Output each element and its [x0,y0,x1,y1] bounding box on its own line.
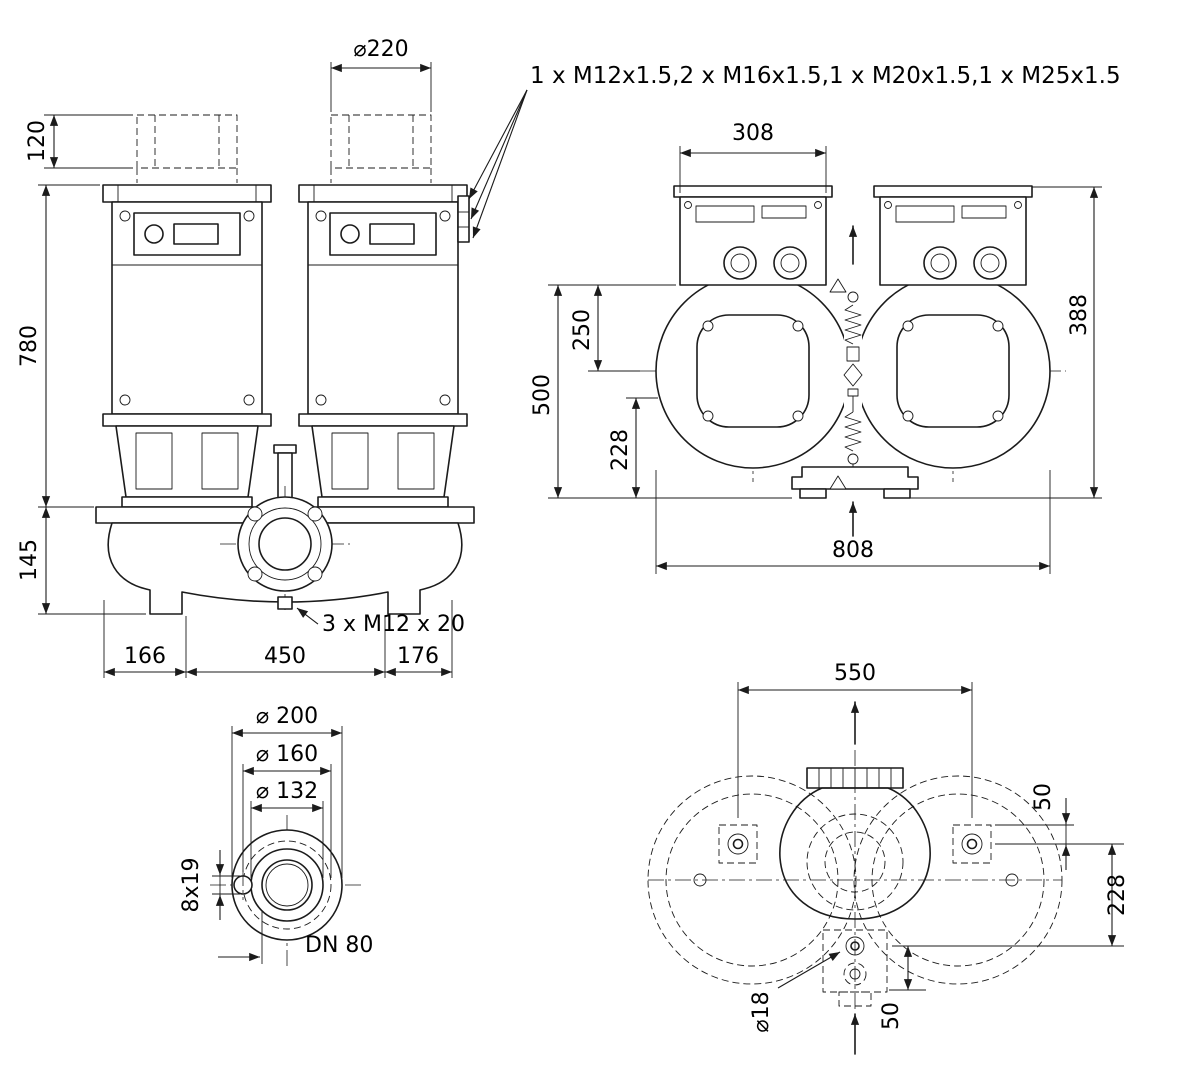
mounting-foot-left [718,824,758,864]
dim-label-dia200: ⌀ 200 [256,704,318,729]
dim-label-dia18: ⌀18 [749,991,774,1032]
dim-dia220: ⌀220 [330,37,432,112]
dim-228-side: 228 [608,397,658,498]
motor-outline-right [853,775,1063,985]
front-view: ⌀220 120 780 145 [17,37,1121,678]
drain-tap [277,596,293,610]
motor-outline-left [647,775,857,985]
dim-780: 780 [17,184,100,508]
dim-dia18: ⌀18 [749,951,841,1033]
dim-120: 120 [25,114,133,169]
spring-check-valve [829,278,863,470]
dim-label-50-lower: 50 [879,1002,904,1030]
cable-gland-icon [923,246,957,280]
motor-fan-grille-right [855,273,1051,469]
cable-gland-icon [723,246,757,280]
dim-label-dia160: ⌀ 160 [256,742,318,767]
dim-bottom-row: 166 450 176 [103,600,453,678]
dim-label-145: 145 [17,539,42,581]
dim-label-500: 500 [530,374,555,416]
dim-550: 550 [737,661,973,818]
dim-50-upper: 50 [995,783,1124,870]
dim-250: 250 [548,284,676,372]
note-cable-glands-group: 1 x M12x1.5,2 x M16x1.5,1 x M20x1.5,1 x … [468,63,1121,239]
left-motor [102,184,272,508]
dim-label-550: 550 [834,661,876,686]
removal-space-left [136,114,238,183]
cable-gland-icon [973,246,1007,280]
dim-label-450: 450 [264,644,306,669]
dim-label-166: 166 [124,644,166,669]
dim-label-dn80: DN 80 [305,933,373,958]
suction-flange-plan [822,929,888,1007]
dim-label-176: 176 [397,644,439,669]
dim-308: 308 [679,121,827,193]
plan-view: 550 50 228 50 ⌀18 [647,661,1130,1055]
cable-gland-icon [773,246,807,280]
removal-space-right [330,114,432,183]
dim-dn80: DN 80 [218,910,373,964]
dim-label-250: 250 [570,309,595,351]
note-tapped-holes: 3 x M12 x 20 [322,612,465,637]
dim-388: 388 [910,186,1102,499]
dim-label-780: 780 [17,325,42,367]
dim-dia132: ⌀ 132 [250,779,324,878]
casing-bolt-right [1005,873,1019,887]
dim-label-308: 308 [732,121,774,146]
dim-dia160: ⌀ 160 [242,742,332,878]
pump-housing [95,486,475,615]
motor-fan-grille-left [655,273,851,469]
dim-label-slot-8x19: 8x19 [179,857,204,912]
mounting-foot-right [952,824,992,864]
dim-50-lower: 50 [879,946,926,1030]
terminal-box-left [673,185,833,286]
flange-detail-view: ⌀ 200 ⌀ 160 ⌀ 132 8x19 DN 80 [179,704,373,968]
note-cable-glands: 1 x M12x1.5,2 x M16x1.5,1 x M20x1.5,1 x … [530,63,1121,89]
dim-label-dia132: ⌀ 132 [256,779,318,804]
dim-label-228-plan: 228 [1105,874,1130,916]
right-motor [298,184,468,508]
cable-gland-plate [457,195,470,243]
dim-500: 500 [530,285,792,499]
dim-label-808: 808 [832,538,874,563]
dim-slot-8x19: 8x19 [179,850,240,920]
dim-808: 808 [655,470,1051,574]
dim-label-dia220: ⌀220 [353,37,408,62]
flange-face [231,829,343,941]
side-view: 308 388 250 500 228 [530,121,1102,574]
dim-dia200: ⌀ 200 [231,704,343,878]
dim-label-228-side: 228 [608,429,633,471]
suction-flange-face [237,496,333,592]
dim-145: 145 [17,506,146,615]
dim-228-plan: 228 [892,844,1130,947]
base-plate [791,466,919,499]
dim-label-388: 388 [1067,294,1092,336]
dim-label-50-upper: 50 [1031,783,1056,811]
casing-bolt-left [693,873,707,887]
dim-label-120: 120 [25,120,50,162]
terminal-box-right [873,185,1033,286]
note-tapped-holes-group: 3 x M12 x 20 [296,607,465,637]
volute-top-outline [779,767,931,920]
